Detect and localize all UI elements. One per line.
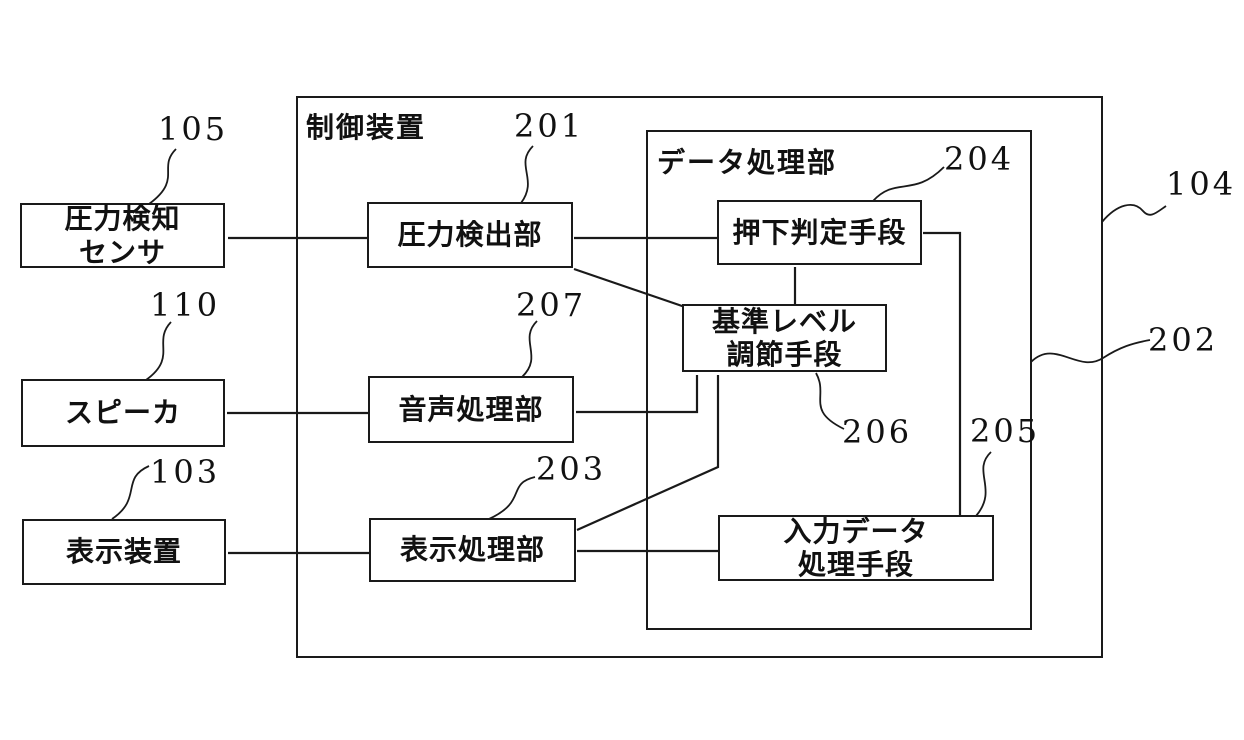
data-processing-frame — [646, 130, 1032, 630]
block-speaker: スピーカ — [21, 379, 225, 447]
block-display-device: 表示装置 — [22, 519, 226, 585]
leader-206 — [815, 372, 845, 430]
line-detect-to-reflevel — [573, 267, 686, 309]
refnum-205: 205 — [970, 412, 1041, 450]
line-displayproc-to-reflevel — [576, 375, 720, 532]
block-display-process: 表示処理部 — [369, 518, 576, 582]
refnum-207: 207 — [516, 286, 587, 324]
refnum-110: 110 — [150, 286, 221, 324]
control-unit-frame — [296, 96, 1103, 658]
leader-110 — [145, 321, 172, 381]
leader-205 — [975, 451, 992, 517]
block-press-judge: 押下判定手段 — [717, 200, 922, 265]
leader-105 — [148, 148, 177, 205]
leader-103 — [111, 465, 150, 520]
refnum-204: 204 — [944, 140, 1015, 178]
block-pressure-detect: 圧力検出部 — [367, 202, 573, 268]
block-pressure-sensor: 圧力検知 センサ — [20, 202, 225, 269]
refnum-105: 105 — [158, 110, 229, 148]
leader-207 — [521, 320, 538, 378]
block-ref-level-adjust: 基準レベル 調節手段 — [682, 304, 887, 372]
leader-201 — [520, 145, 534, 204]
leader-204 — [872, 166, 945, 202]
refnum-201: 201 — [514, 107, 585, 145]
leader-203 — [488, 476, 536, 520]
bus-lines — [227, 231, 962, 555]
refnum-206: 206 — [842, 413, 913, 451]
refnum-103: 103 — [150, 453, 221, 491]
block-audio-process: 音声処理部 — [368, 376, 574, 443]
leader-202 — [1030, 339, 1151, 364]
block-input-data-process: 入力データ 処理手段 — [718, 515, 994, 581]
control-unit-label: 制御装置 — [306, 111, 427, 144]
leader-lines — [111, 145, 1167, 520]
leader-104 — [1101, 204, 1167, 223]
line-audio-to-reflevel — [576, 375, 699, 414]
refnum-104: 104 — [1166, 165, 1237, 203]
line-judge-to-inputdata — [923, 231, 962, 518]
refnum-203: 203 — [536, 450, 607, 488]
refnum-202: 202 — [1148, 321, 1219, 359]
data-processing-label: データ処理部 — [657, 146, 838, 179]
